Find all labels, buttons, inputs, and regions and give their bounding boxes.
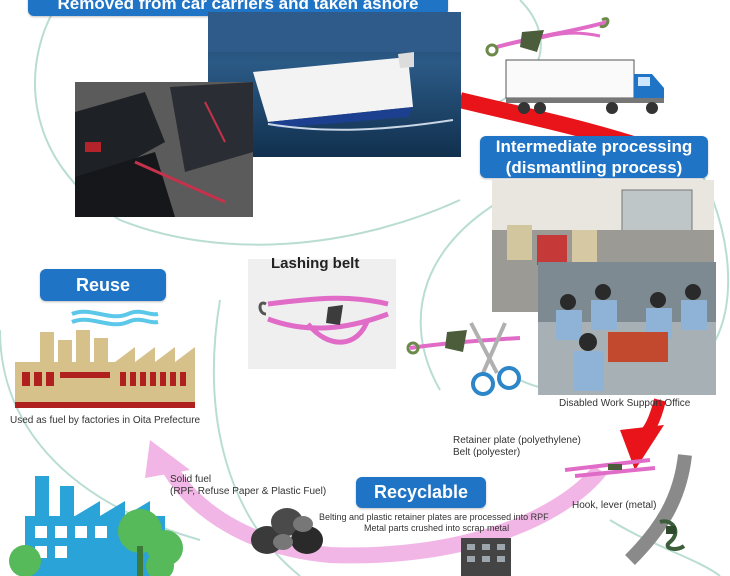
- workers-photo: [538, 262, 716, 395]
- caption-scrap: Metal parts crushed into scrap metal: [364, 523, 510, 533]
- hook-icon: [659, 519, 686, 551]
- factory-icon: [15, 309, 195, 408]
- caption-rpf: (RPF, Refuse Paper & Plastic Fuel): [170, 486, 327, 497]
- caption-solid-fuel: Solid fuel: [170, 474, 212, 485]
- header-recyclable: Recyclable: [356, 477, 486, 508]
- caption-oita: Used as fuel by factories in Oita Prefec…: [10, 415, 201, 426]
- caption-retainer-plate: Retainer plate (polyethylene): [453, 435, 581, 446]
- scrap-building-icon: [461, 538, 511, 576]
- lashing-belt-photo: [248, 259, 396, 369]
- header-reuse: Reuse: [40, 269, 166, 301]
- scissors-icon: [406, 322, 521, 396]
- blue-factory-icon: [9, 476, 183, 576]
- caption-belt: Belt (polyester): [453, 447, 521, 458]
- belt-pieces-icon: [564, 458, 656, 478]
- truck-icon: [505, 59, 664, 114]
- header-intermediate-line1: Intermediate processing: [495, 137, 693, 156]
- header-intermediate-line2: (dismantling process): [505, 158, 683, 177]
- lashing-belt-icon-top: [485, 17, 610, 57]
- caption-hook-lever: Hook, lever (metal): [572, 500, 657, 511]
- lashing-belt-label: Lashing belt: [271, 255, 360, 272]
- caption-disabled-office: Disabled Work Support Office: [559, 398, 691, 409]
- fuel-cylinders-icon: [251, 508, 323, 554]
- car-hold-photo: [75, 82, 253, 217]
- header-intermediate: Intermediate processing (dismantling pro…: [480, 136, 708, 178]
- caption-rpf-process: Belting and plastic retainer plates are …: [319, 512, 549, 522]
